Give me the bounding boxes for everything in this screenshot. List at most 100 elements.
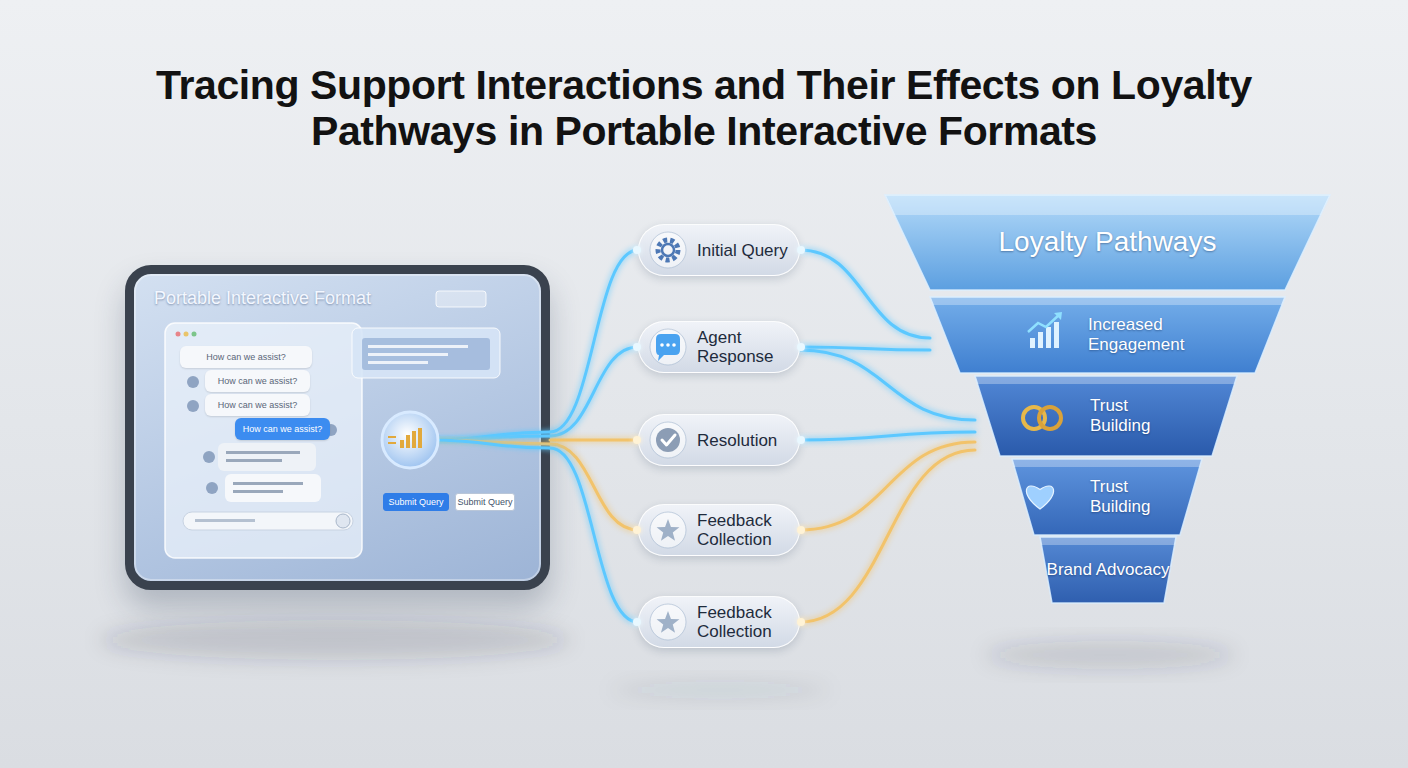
device-frame: Portable Interactive FormatHow can we as… bbox=[125, 265, 550, 590]
node-label: Submit Query bbox=[388, 497, 443, 507]
flow-connector bbox=[550, 347, 638, 436]
star-icon bbox=[657, 519, 680, 541]
flow-connector bbox=[800, 442, 975, 530]
chat-bubble bbox=[225, 474, 321, 502]
hub-bar bbox=[400, 440, 404, 448]
hub-line bbox=[430, 439, 550, 442]
window-dot bbox=[192, 332, 197, 337]
chat-bubble: How can we assist? bbox=[205, 370, 310, 392]
check-mark bbox=[662, 435, 675, 445]
hub-line bbox=[430, 432, 550, 440]
text-line bbox=[368, 361, 428, 364]
chat-bubble bbox=[218, 443, 316, 471]
funnel-band: Loyalty Pathways bbox=[885, 195, 1330, 290]
node-label: Feedback Collection bbox=[697, 511, 789, 549]
band-rim bbox=[885, 195, 1330, 215]
stage-pill: Agent Response bbox=[638, 321, 800, 373]
funnel-shadow bbox=[985, 641, 1235, 669]
funnel-band: Trust Building bbox=[975, 376, 1237, 456]
window-dot bbox=[176, 332, 181, 337]
ring-icon bbox=[1023, 407, 1045, 429]
node-label: Brand Advocacy bbox=[1040, 560, 1176, 580]
node-label: Trust Building bbox=[1090, 477, 1175, 516]
band-rim bbox=[1012, 459, 1202, 467]
node-label: Agent Response bbox=[697, 328, 789, 366]
user-avatar bbox=[187, 400, 199, 412]
input-bar bbox=[183, 512, 353, 530]
action-button: Submit Query bbox=[383, 493, 449, 511]
band-rim bbox=[930, 297, 1285, 305]
hub-line bbox=[430, 440, 550, 444]
user-avatar bbox=[203, 451, 215, 463]
gear-icon bbox=[662, 244, 674, 256]
flow-connector bbox=[800, 250, 930, 338]
node-label: Feedback Collection bbox=[697, 603, 789, 641]
text-line bbox=[368, 345, 468, 348]
pill-shadow bbox=[610, 680, 830, 700]
funnel-band: Trust Building bbox=[1012, 459, 1202, 535]
band-fill bbox=[930, 297, 1285, 373]
chart-bar bbox=[1046, 327, 1051, 348]
text-line bbox=[195, 519, 255, 522]
hub-tick bbox=[388, 437, 396, 443]
user-avatar bbox=[206, 482, 218, 494]
band-fill bbox=[975, 376, 1237, 456]
icon-disc bbox=[650, 329, 686, 365]
text-line bbox=[368, 353, 448, 356]
hub-bar bbox=[418, 428, 422, 448]
chart-bar bbox=[1054, 322, 1059, 348]
icon-disc bbox=[650, 512, 686, 548]
icon-disc bbox=[650, 422, 686, 458]
heart-icon bbox=[1026, 486, 1053, 509]
response-field bbox=[362, 338, 490, 370]
flow-connector bbox=[800, 432, 975, 440]
node-label: Increased Engagement bbox=[1088, 315, 1218, 354]
response-window bbox=[352, 328, 500, 378]
ring-icon bbox=[1039, 407, 1061, 429]
flow-connector bbox=[800, 450, 975, 622]
node-label: How can we assist? bbox=[206, 352, 286, 362]
flow-connector bbox=[800, 347, 930, 350]
text-line bbox=[233, 482, 303, 485]
text-line bbox=[226, 459, 282, 462]
stage-pill: Resolution bbox=[638, 414, 800, 466]
action-button: Submit Query bbox=[455, 493, 515, 511]
node-label: How can we assist? bbox=[218, 376, 298, 386]
hub-bar bbox=[406, 435, 410, 448]
port-dot bbox=[633, 436, 641, 444]
band-fill bbox=[885, 195, 1330, 290]
stage-pill: Initial Query bbox=[638, 224, 800, 276]
chat-dot bbox=[660, 343, 664, 347]
node-label: Trust Building bbox=[1090, 396, 1175, 435]
hub-circle bbox=[382, 412, 438, 468]
funnel-band: Increased Engagement bbox=[930, 297, 1285, 373]
send-button bbox=[336, 514, 350, 528]
flow-connector bbox=[550, 250, 638, 432]
band-rim bbox=[975, 376, 1237, 384]
chat-panel bbox=[165, 323, 362, 558]
chat-dot bbox=[672, 343, 676, 347]
text-line bbox=[233, 490, 283, 493]
chat-bubble: How can we assist? bbox=[180, 346, 312, 368]
port-dot bbox=[797, 246, 805, 254]
window-dot bbox=[184, 332, 189, 337]
diagram-title: Tracing Support Interactions and Their E… bbox=[124, 62, 1284, 154]
band-fill bbox=[1012, 459, 1202, 535]
chart-bar bbox=[1038, 332, 1043, 348]
text-line bbox=[226, 451, 300, 454]
stage-pill: Feedback Collection bbox=[638, 596, 800, 648]
flow-connector bbox=[550, 444, 638, 530]
node-label: Initial Query bbox=[697, 241, 789, 260]
user-avatar bbox=[325, 424, 337, 436]
port-dot bbox=[633, 618, 641, 626]
header-button bbox=[436, 291, 486, 307]
chart-bar bbox=[1030, 338, 1035, 348]
port-dot bbox=[797, 618, 805, 626]
port-dot bbox=[797, 436, 805, 444]
chat-icon bbox=[656, 334, 680, 361]
port-dot bbox=[633, 246, 641, 254]
tablet-shadow bbox=[100, 620, 570, 660]
flow-connector bbox=[550, 439, 638, 442]
node-label: Resolution bbox=[697, 431, 789, 450]
port-dot bbox=[797, 526, 805, 534]
